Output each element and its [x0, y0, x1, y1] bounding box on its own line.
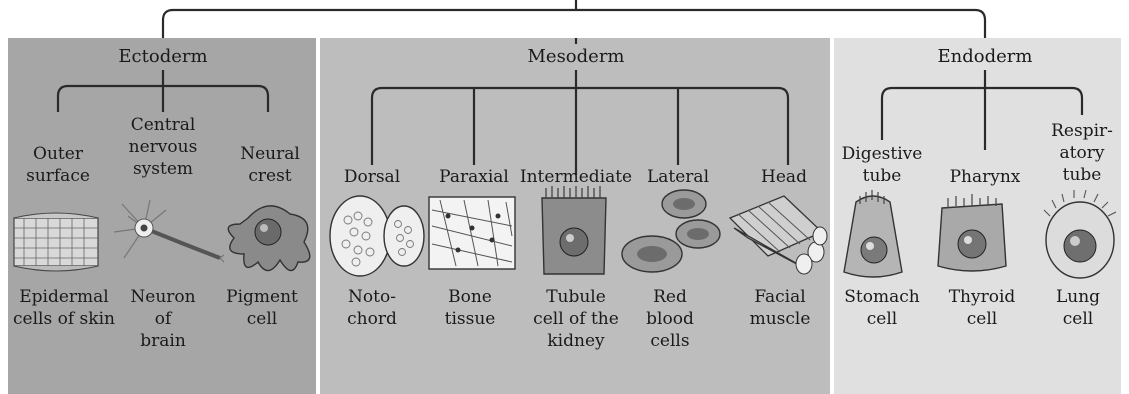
lung-cell-icon — [1040, 186, 1120, 280]
epidermis-icon — [12, 206, 100, 278]
cell-lung: Lung cell — [1030, 286, 1126, 330]
cell-epidermal: Epidermal cells of skin — [8, 286, 120, 330]
region-neural-crest: Neural crest — [222, 143, 318, 187]
region-outer-surface: Outer surface — [10, 143, 106, 187]
cell-thyroid: Thyroid cell — [934, 286, 1030, 330]
neuron-icon — [104, 196, 224, 274]
kidney-tubule-icon — [534, 184, 614, 280]
cell-red-blood: Red blood cells — [622, 286, 718, 352]
root-bracket — [163, 10, 985, 38]
thyroid-cell-icon — [934, 190, 1010, 276]
region-cns: Central nervous system — [115, 114, 211, 180]
region-digestive-tube: Digestive tube — [834, 143, 930, 187]
region-lateral: Lateral — [630, 166, 726, 188]
region-pharynx: Pharynx — [937, 166, 1033, 188]
region-respiratory-tube: Respir- atory tube — [1034, 120, 1129, 186]
bone-tissue-icon — [428, 196, 516, 270]
pigment-cell-icon — [218, 188, 318, 280]
cell-kidney-tubule: Tubule cell of the kidney — [520, 286, 632, 352]
endoderm-title: Endoderm — [930, 46, 1040, 68]
cell-stomach: Stomach cell — [834, 286, 930, 330]
muscle-icon — [724, 192, 828, 278]
cell-bone-tissue: Bone tissue — [420, 286, 520, 330]
red-blood-cell-icon — [620, 186, 724, 276]
cell-neuron: Neuron of brain — [116, 286, 210, 352]
mesoderm-title: Mesoderm — [516, 46, 636, 68]
cell-pigment: Pigment cell — [214, 286, 310, 330]
region-head: Head — [736, 166, 832, 188]
stomach-cell-icon — [838, 188, 908, 280]
ectoderm-title: Ectoderm — [113, 46, 213, 68]
cell-notochord: Noto- chord — [322, 286, 422, 330]
region-paraxial: Paraxial — [424, 166, 524, 188]
notochord-icon — [328, 192, 426, 280]
region-dorsal: Dorsal — [322, 166, 422, 188]
cell-facial-muscle: Facial muscle — [730, 286, 830, 330]
